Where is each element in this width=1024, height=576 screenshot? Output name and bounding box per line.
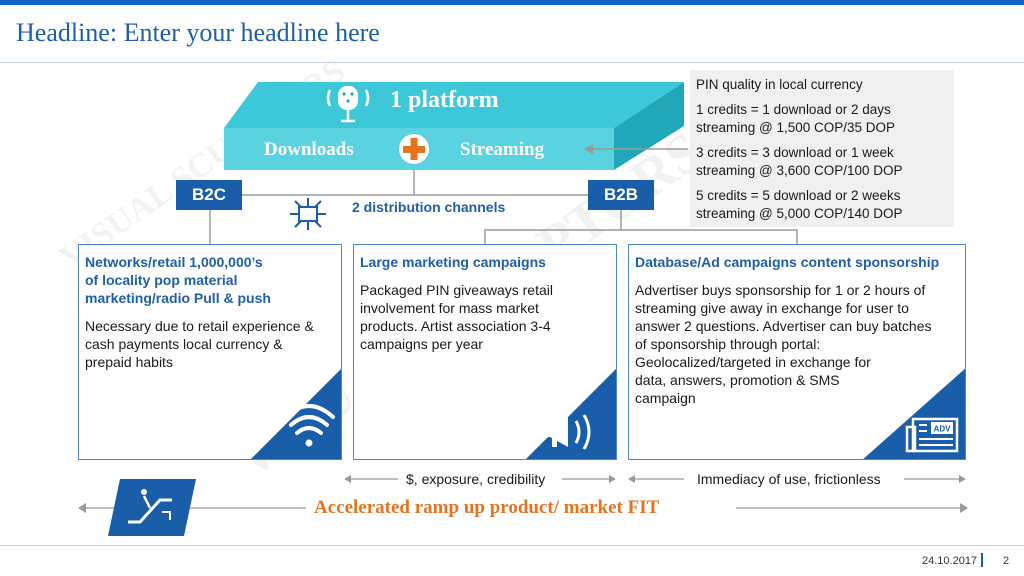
platform-title: 1 platform bbox=[390, 87, 499, 113]
panel-marketing-body: Packaged PIN giveaways retail involvemen… bbox=[360, 281, 553, 353]
adv-badge-text: ADV bbox=[934, 425, 952, 434]
platform-side-face bbox=[614, 82, 684, 170]
panel-database-ads: Database/Ad campaigns content sponsorshi… bbox=[628, 244, 966, 460]
headline[interactable]: Headline: Enter your headline here bbox=[16, 18, 380, 47]
b2c-tag: B2C bbox=[176, 180, 242, 210]
pricing-item-3: 5 credits = 5 download or 2 weeks stream… bbox=[696, 187, 948, 223]
info-pointer-arrowhead bbox=[584, 144, 593, 154]
microphone-icon bbox=[326, 86, 370, 123]
axis-label-immediacy: Immediacy of use, frictionless bbox=[697, 471, 881, 487]
b2b-tag: B2B bbox=[588, 180, 654, 210]
footer-page-number: 2 bbox=[1003, 555, 1010, 567]
platform-downloads-label: Downloads bbox=[264, 139, 354, 160]
pricing-box: PIN quality in local currency 1 credits … bbox=[690, 70, 954, 227]
panel-b2c-corner bbox=[251, 369, 341, 459]
connector-b2b-split bbox=[484, 229, 798, 244]
panel-b2c-body-line2: cash payments local currency & bbox=[85, 336, 283, 352]
panel-marketing-corner bbox=[526, 369, 616, 459]
plus-icon-v bbox=[410, 138, 418, 160]
panel-b2c-body: Necessary due to retail experience & cas… bbox=[85, 317, 314, 371]
top-accent-bar bbox=[0, 0, 1024, 5]
pricing-item-1: 1 credits = 1 download or 2 days streami… bbox=[696, 101, 948, 137]
panel-marketing: Large marketing campaigns Packaged PIN g… bbox=[353, 244, 617, 460]
pricing-item-3-line1: 5 credits = 5 download or 2 weeks bbox=[696, 188, 901, 203]
headline-divider bbox=[0, 62, 1024, 63]
panel-b2c-title: Networks/retail 1,000,000’s of locality … bbox=[85, 253, 271, 307]
panel-database-body-line5: Geolocalized/targeted in exchange for bbox=[635, 354, 871, 370]
panel-b2c-title-line1: Networks/retail 1,000,000’s bbox=[85, 254, 263, 270]
axis-label-exposure: $, exposure, credibility bbox=[406, 471, 546, 487]
axis-right-arrow bbox=[628, 475, 966, 483]
panel-b2c-title-line3: marketing/radio Pull & push bbox=[85, 290, 271, 306]
pricing-item-2-line2: streaming @ 3,600 COP/100 DOP bbox=[696, 163, 903, 178]
panel-marketing-title-line1: Large marketing campaigns bbox=[360, 254, 546, 270]
panel-marketing-body-line2: involvement for mass market bbox=[360, 300, 539, 316]
panel-b2c-body-line1: Necessary due to retail experience & bbox=[85, 318, 314, 334]
panel-b2c-body-line3: prepaid habits bbox=[85, 354, 173, 370]
panel-database-body-line1: Advertiser buys sponsorship for 1 or 2 h… bbox=[635, 282, 926, 298]
pricing-item-2-line1: 3 credits = 3 download or 1 week bbox=[696, 145, 894, 160]
axis-mid-arrow bbox=[344, 475, 616, 483]
panel-database-title-line1: Database/Ad campaigns content sponsorshi… bbox=[635, 254, 940, 270]
footer-divider bbox=[0, 545, 1024, 546]
pricing-item-2: 3 credits = 3 download or 1 week streami… bbox=[696, 144, 948, 180]
distribution-channels-label: 2 distribution channels bbox=[352, 199, 506, 215]
panel-database-body-line7: campaign bbox=[635, 390, 696, 406]
panel-database-title: Database/Ad campaigns content sponsorshi… bbox=[635, 253, 939, 271]
panel-marketing-body-line3: products. Artist association 3-4 bbox=[360, 318, 551, 334]
network-icon bbox=[290, 198, 326, 230]
megaphone-icon bbox=[544, 414, 591, 450]
pricing-item-3-line2: streaming @ 5,000 COP/140 DOP bbox=[696, 206, 903, 221]
panel-database-body: Advertiser buys sponsorship for 1 or 2 h… bbox=[635, 281, 932, 407]
newspaper-ad-icon: ADV bbox=[905, 417, 959, 453]
footer-date: 24.10.2017 bbox=[922, 555, 978, 567]
panel-database-body-line2: streaming give away in exchange for user… bbox=[635, 300, 909, 316]
pricing-item-1-line2: streaming @ 1,500 COP/35 DOP bbox=[696, 120, 896, 135]
panel-database-body-line3: answer 2 questions. Advertiser can buy b… bbox=[635, 318, 932, 334]
panel-marketing-body-line1: Packaged PIN giveaways retail bbox=[360, 282, 553, 298]
panel-database-body-line6: data, answers, promotion & SMS bbox=[635, 372, 840, 388]
pricing-title: PIN quality in local currency bbox=[696, 77, 863, 92]
pricing-item-1-line1: 1 credits = 1 download or 2 days bbox=[696, 102, 891, 117]
ramp-up-label: Accelerated ramp up product/ market FIT bbox=[314, 497, 660, 518]
panel-marketing-body-line4: campaigns per year bbox=[360, 336, 483, 352]
panel-marketing-title: Large marketing campaigns bbox=[360, 253, 546, 271]
footer-separator bbox=[981, 553, 983, 567]
panel-database-corner: ADV bbox=[863, 368, 965, 459]
panel-b2c-retail: Networks/retail 1,000,000’s of locality … bbox=[78, 244, 342, 460]
escalator-icon bbox=[128, 489, 172, 524]
wifi-icon bbox=[283, 404, 335, 447]
platform-streaming-label: Streaming bbox=[460, 139, 545, 160]
panel-database-body-line4: of sponsorship through portal: bbox=[635, 336, 821, 352]
panel-b2c-title-line2: of locality pop material bbox=[85, 272, 238, 288]
